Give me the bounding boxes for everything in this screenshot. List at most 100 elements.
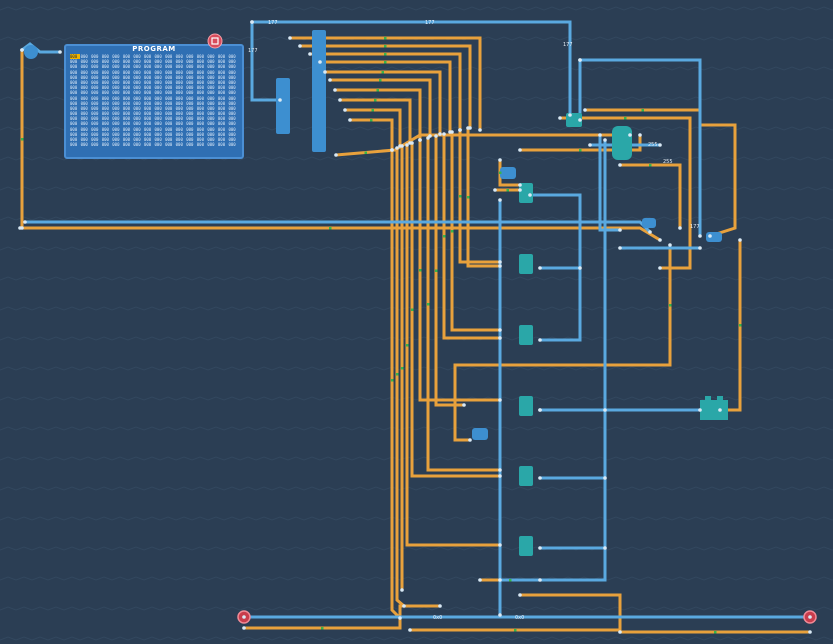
program-word[interactable]: 000 <box>101 69 109 75</box>
program-word[interactable]: 000 <box>175 59 183 65</box>
program-word[interactable]: 000 <box>228 85 236 91</box>
program-word[interactable]: 000 <box>217 85 226 91</box>
program-word[interactable]: 000 <box>133 105 141 111</box>
program-word[interactable]: 000 <box>101 64 109 70</box>
program-word[interactable]: 000 <box>228 100 236 106</box>
wire-node[interactable] <box>328 78 332 82</box>
wire-node[interactable] <box>468 438 472 442</box>
program-word[interactable]: 000 <box>217 95 226 101</box>
program-word[interactable]: 000 <box>175 90 183 96</box>
program-word[interactable]: 000 <box>228 90 236 96</box>
program-word[interactable]: 000 <box>80 54 88 59</box>
program-word[interactable]: 000 <box>70 85 78 91</box>
program-word[interactable]: 000 <box>217 111 226 117</box>
program-word[interactable]: 000 <box>154 95 162 101</box>
program-word[interactable]: 000 <box>186 95 194 101</box>
program-word[interactable]: 000 <box>101 137 109 142</box>
wire-node[interactable] <box>583 108 587 112</box>
program-word[interactable]: 000 <box>186 69 194 75</box>
program-word[interactable]: 000 <box>143 85 152 91</box>
wire-node[interactable] <box>390 148 394 152</box>
program-word[interactable]: 000 <box>143 69 152 75</box>
wire-node[interactable] <box>418 138 422 142</box>
wire-node[interactable] <box>538 408 542 412</box>
program-word[interactable]: 000 <box>70 121 78 127</box>
program-word[interactable]: 000 <box>91 90 99 96</box>
program-word[interactable]: 000 <box>228 121 236 127</box>
wire-node[interactable] <box>442 132 446 136</box>
program-word[interactable]: 000 <box>165 116 173 122</box>
program-word[interactable]: 000 <box>112 69 120 75</box>
wire-node[interactable] <box>603 138 607 142</box>
program-word[interactable]: 000 <box>101 59 109 65</box>
program-word[interactable]: 000 <box>196 59 204 65</box>
program-word[interactable]: 000 <box>143 137 152 142</box>
program-word[interactable]: 000 <box>186 126 194 132</box>
wire-node[interactable] <box>668 243 672 247</box>
program-word[interactable]: 000 <box>217 90 226 96</box>
program-word[interactable]: 000 <box>91 74 99 80</box>
program-word[interactable]: 000 <box>154 79 162 85</box>
wire-node[interactable] <box>498 198 502 202</box>
wire-node[interactable] <box>308 52 312 56</box>
program-word[interactable]: 000 <box>175 69 183 75</box>
program-word[interactable]: 000 <box>143 142 152 148</box>
program-word[interactable]: 000 <box>154 142 162 148</box>
program-word[interactable]: 000 <box>196 74 204 80</box>
program-word[interactable]: 000 <box>217 100 226 106</box>
program-word[interactable]: 000 <box>165 54 173 59</box>
program-word[interactable]: 000 <box>217 116 226 122</box>
program-word[interactable]: 000 <box>112 111 120 117</box>
program-word[interactable]: 000 <box>154 59 162 65</box>
program-word[interactable]: 000 <box>186 59 194 65</box>
wire-node[interactable] <box>250 20 254 24</box>
program-word[interactable]: 000 <box>196 137 204 142</box>
program-word[interactable]: 000 <box>165 95 173 101</box>
program-word[interactable]: 000 <box>196 79 204 85</box>
program-word[interactable]: 000 <box>112 131 120 137</box>
program-word[interactable]: 000 <box>207 116 215 122</box>
program-word[interactable]: 000 <box>112 54 120 59</box>
program-word[interactable]: 000 <box>91 54 99 59</box>
program-word[interactable]: 000 <box>91 126 99 132</box>
wire-node[interactable] <box>428 134 432 138</box>
program-word[interactable]: 000 <box>101 79 109 85</box>
wire-node[interactable] <box>20 226 24 230</box>
record-icon[interactable] <box>207 33 223 49</box>
wire-node[interactable] <box>498 328 502 332</box>
program-word[interactable]: 000 <box>217 54 226 59</box>
program-word[interactable]: 000 <box>101 142 109 148</box>
program-word[interactable]: 000 <box>217 121 226 127</box>
program-word[interactable]: 000 <box>133 121 141 127</box>
program-word[interactable]: 000 <box>175 116 183 122</box>
program-word[interactable]: 000 <box>91 137 99 142</box>
wire-node[interactable] <box>538 476 542 480</box>
wire-node[interactable] <box>478 578 482 582</box>
program-word[interactable]: 000 <box>112 126 120 132</box>
program-word[interactable]: 000 <box>175 121 183 127</box>
program-word[interactable]: 000 <box>70 90 78 96</box>
program-word[interactable]: 000 <box>175 54 183 59</box>
program-word[interactable]: 000 <box>175 74 183 80</box>
program-word[interactable]: 000 <box>207 90 215 96</box>
program-word[interactable]: 000 <box>207 79 215 85</box>
wire-node[interactable] <box>658 143 662 147</box>
program-word[interactable]: 000 <box>112 64 120 70</box>
program-word[interactable]: 000 <box>70 137 78 142</box>
program-word[interactable]: 000 <box>186 116 194 122</box>
wire-node[interactable] <box>568 113 572 117</box>
program-word[interactable]: 000 <box>80 131 88 137</box>
program-word[interactable]: 000 <box>175 137 183 142</box>
program-word[interactable]: 000 <box>101 116 109 122</box>
program-word[interactable]: 000 <box>101 54 109 59</box>
program-word[interactable]: 000 <box>101 105 109 111</box>
program-word[interactable]: 000 <box>154 54 162 59</box>
program-word[interactable]: 000 <box>175 105 183 111</box>
program-word[interactable]: 000 <box>165 69 173 75</box>
wire-node[interactable] <box>498 474 502 478</box>
wire-node[interactable] <box>518 183 522 187</box>
program-word[interactable]: 000 <box>133 69 141 75</box>
program-word[interactable]: 000 <box>80 116 88 122</box>
wire-node[interactable] <box>808 630 812 634</box>
